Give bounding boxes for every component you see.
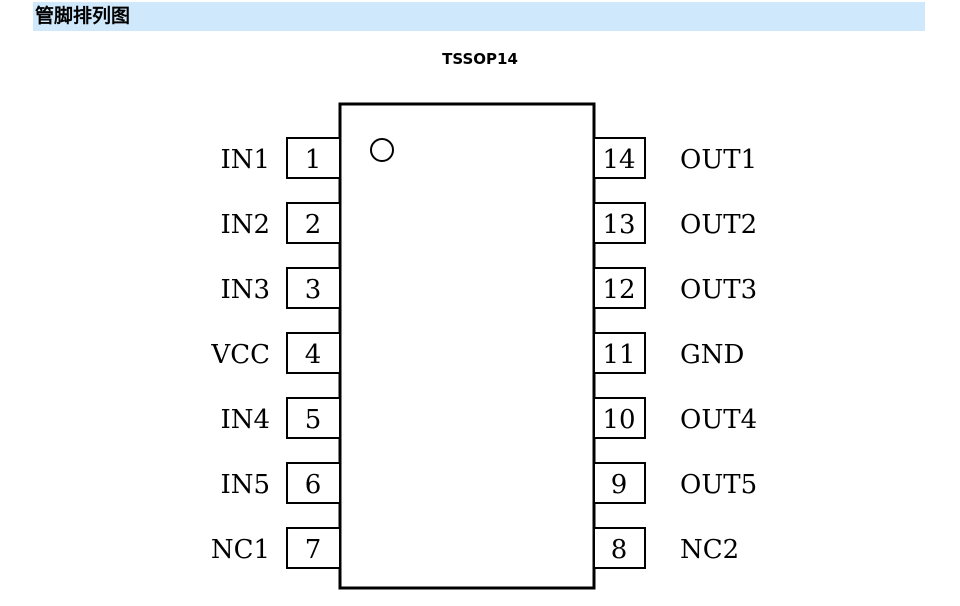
pin-label: OUT5 [680,470,757,500]
pin-number: 4 [305,340,322,370]
pin-4: 4 VCC [210,332,341,374]
pin-label: VCC [210,340,270,370]
pin-label: GND [680,340,744,370]
pin-11: 11 GND [593,332,744,374]
pin-box [286,332,341,374]
pin-box [593,332,646,374]
pin-box [593,462,646,504]
pin-label: OUT1 [680,145,757,175]
pin-14: 14 OUT1 [593,137,757,179]
pin-number: 3 [305,275,322,305]
pin-3: 3 IN3 [220,267,341,309]
pin-number: 13 [602,210,635,240]
pin-box [286,462,341,504]
pin-box [593,137,646,179]
pin-label: IN2 [220,210,270,240]
pin-label: OUT4 [680,405,757,435]
pin-number: 10 [602,405,635,435]
pin1-marker-icon [370,138,394,162]
pin-2: 2 IN2 [220,202,341,244]
pin-label: IN4 [220,405,270,435]
chip-body [338,102,596,590]
pin-number: 14 [602,145,635,175]
section-header: 管脚排列图 [33,2,925,31]
pin-box [286,267,341,309]
pin-13: 13 OUT2 [593,202,757,244]
pin-12: 12 OUT3 [593,267,757,309]
pin-label: OUT3 [680,275,757,305]
pin-label: OUT2 [680,210,757,240]
pin-number: 11 [602,340,635,370]
pin-number: 5 [305,405,322,435]
pin-label: IN3 [220,275,270,305]
pin-number: 12 [602,275,635,305]
pin-8: 8 NC2 [593,527,739,569]
pin-number: 2 [305,210,322,240]
section-title: 管脚排列图 [35,5,131,27]
package-name: TSSOP14 [442,50,518,68]
pin-box [593,527,646,569]
pin-label: NC1 [211,535,270,565]
pin-label: IN5 [220,470,270,500]
pin-number: 1 [305,145,322,175]
pin-box [286,202,341,244]
pin-box [593,267,646,309]
pin-1: 1 IN1 [220,137,341,179]
pin-9: 9 OUT5 [593,462,757,504]
pin-box [593,397,646,439]
pin-6: 6 IN5 [220,462,341,504]
pin-box [286,397,341,439]
pin-5: 5 IN4 [220,397,341,439]
pin-box [593,202,646,244]
pin-number: 6 [305,470,322,500]
pin-number: 9 [611,470,628,500]
pin-number: 8 [611,535,628,565]
pin-number: 7 [305,535,322,565]
pin-label: NC2 [680,535,739,565]
pin-7: 7 NC1 [211,527,341,569]
pin-box [286,527,341,569]
pin-10: 10 OUT4 [593,397,757,439]
pin-label: IN1 [220,145,270,175]
pin-box [286,137,341,179]
